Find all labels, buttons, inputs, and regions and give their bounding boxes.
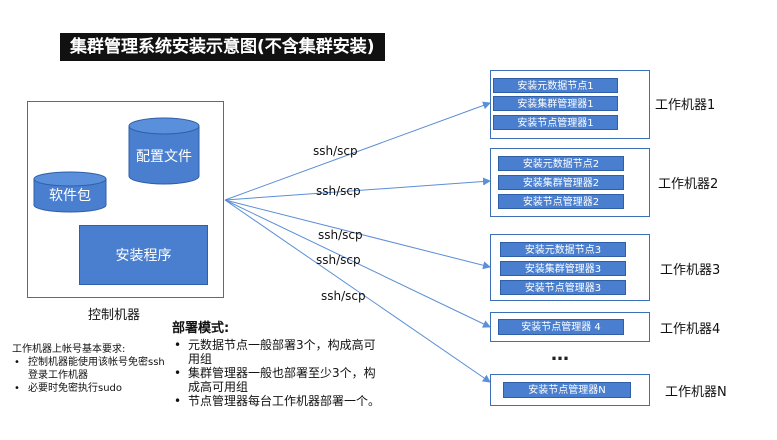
worker-machine-n-label: 工作机器N (665, 385, 727, 400)
arrow-to-machine-2 (224, 177, 491, 201)
worker-machine-3-label: 工作机器3 (660, 263, 721, 278)
config-file-cylinder (128, 117, 200, 185)
ssh-label-1: ssh/scp (313, 144, 358, 158)
installer-label: 安装程序 (115, 248, 172, 264)
deployment-item: 节点管理器每台工作机器部署一个。 (172, 394, 387, 408)
node-node-manager-2: 安装节点管理器2 (498, 194, 624, 209)
software-package-cylinder (33, 171, 107, 213)
config-file-label: 配置文件 (136, 149, 192, 165)
arrow-to-machine-n (224, 199, 491, 383)
requirement-item: 必要时免密执行sudo (12, 382, 170, 395)
installer-box: 安装程序 (79, 225, 208, 285)
ssh-label-5: ssh/scp (321, 289, 366, 303)
software-package-label: 软件包 (49, 188, 91, 204)
worker-machine-1-label: 工作机器1 (655, 98, 716, 113)
node-node-manager-3: 安装节点管理器3 (500, 280, 626, 295)
node-node-manager-n: 安装节点管理器N (503, 382, 631, 398)
node-metadata-3: 安装元数据节点3 (500, 242, 626, 257)
deployment-item: 集群管理器一般也部署至少3个，构成高可用组 (172, 366, 387, 394)
ssh-label-4: ssh/scp (316, 253, 361, 267)
arrow-to-machine-3 (224, 199, 491, 270)
deployment-title: 部署模式: (172, 321, 230, 336)
node-cluster-manager-3: 安装集群管理器3 (500, 261, 626, 276)
deployment-mode-note: 部署模式: 元数据节点一般部署3个，构成高可用组 集群管理器一般也部署至少3个，… (172, 321, 387, 409)
page-title: 集群管理系统安装示意图(不含集群安装) (60, 33, 385, 61)
requirement-item: 控制机器能使用该帐号免密ssh登录工作机器 (12, 356, 170, 382)
worker-machine-2-label: 工作机器2 (658, 177, 719, 192)
arrow-to-machine-4 (224, 199, 491, 328)
node-metadata-1: 安装元数据节点1 (493, 78, 618, 93)
node-node-manager-4: 安装节点管理器 4 (498, 319, 624, 335)
arrow-to-machine-1 (224, 101, 491, 201)
requirements-title: 工作机器上帐号基本要求: (12, 344, 126, 355)
node-node-manager-1: 安装节点管理器1 (493, 115, 618, 130)
node-metadata-2: 安装元数据节点2 (498, 156, 624, 171)
node-cluster-manager-2: 安装集群管理器2 (498, 175, 624, 190)
more-machines-ellipsis: … (551, 344, 571, 365)
deployment-item: 元数据节点一般部署3个，构成高可用组 (172, 338, 387, 366)
control-machine-caption: 控制机器 (88, 308, 141, 323)
ssh-label-3: ssh/scp (318, 228, 363, 242)
worker-machine-4-label: 工作机器4 (660, 322, 721, 337)
node-cluster-manager-1: 安装集群管理器1 (493, 96, 618, 111)
ssh-label-2: ssh/scp (316, 184, 361, 198)
account-requirements-note: 工作机器上帐号基本要求: 控制机器能使用该帐号免密ssh登录工作机器 必要时免密… (12, 343, 170, 395)
